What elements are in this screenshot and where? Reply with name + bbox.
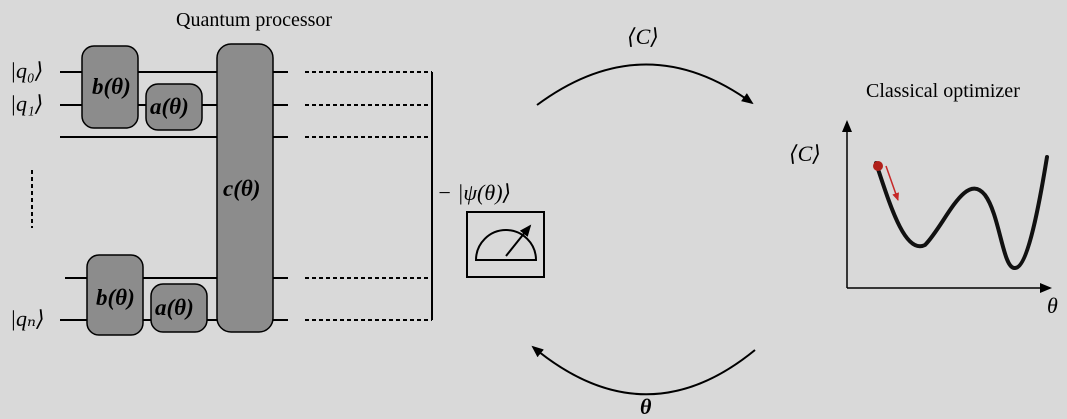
gate-label-b-bottom: b(θ) <box>96 285 135 310</box>
processor-title: Quantum processor <box>176 9 333 31</box>
gate-label-c: c(θ) <box>223 176 261 201</box>
psi-state-label: − |ψ(θ)⟩ <box>437 180 512 205</box>
arrow-to-processor <box>531 345 756 396</box>
arrow-to-optimizer <box>536 63 754 106</box>
dashed-wires <box>305 71 432 321</box>
gate-b-bottom <box>86 254 144 336</box>
gate-a-bottom <box>150 283 208 333</box>
qubit-label-qn: |qₙ⟩ <box>10 306 45 331</box>
expectation-axis-label: ⟨C⟩ <box>789 141 821 166</box>
gate-label-a-top: a(θ) <box>150 94 189 119</box>
qubit-label-q1: |q₁⟩ <box>10 91 44 116</box>
gradient-descent-arrow <box>885 165 899 201</box>
gate-b-top <box>81 45 139 129</box>
theta-label-bottom: θ <box>640 394 652 419</box>
qubit-label-q0: |q₀⟩ <box>10 58 44 83</box>
gate-c-big <box>216 43 274 333</box>
cost-landscape-curve <box>874 155 1049 270</box>
gate-label-a-bottom: a(θ) <box>155 295 194 320</box>
optimizer-title: Classical optimizer <box>866 80 1020 102</box>
expectation-label-top: ⟨C⟩ <box>627 24 659 49</box>
current-parameter-point <box>873 161 883 171</box>
theta-axis-label: θ <box>1047 293 1058 318</box>
gate-label-b-top: b(θ) <box>92 74 131 99</box>
measurement-meter-icon <box>466 211 545 278</box>
gate-a-top <box>145 83 203 131</box>
